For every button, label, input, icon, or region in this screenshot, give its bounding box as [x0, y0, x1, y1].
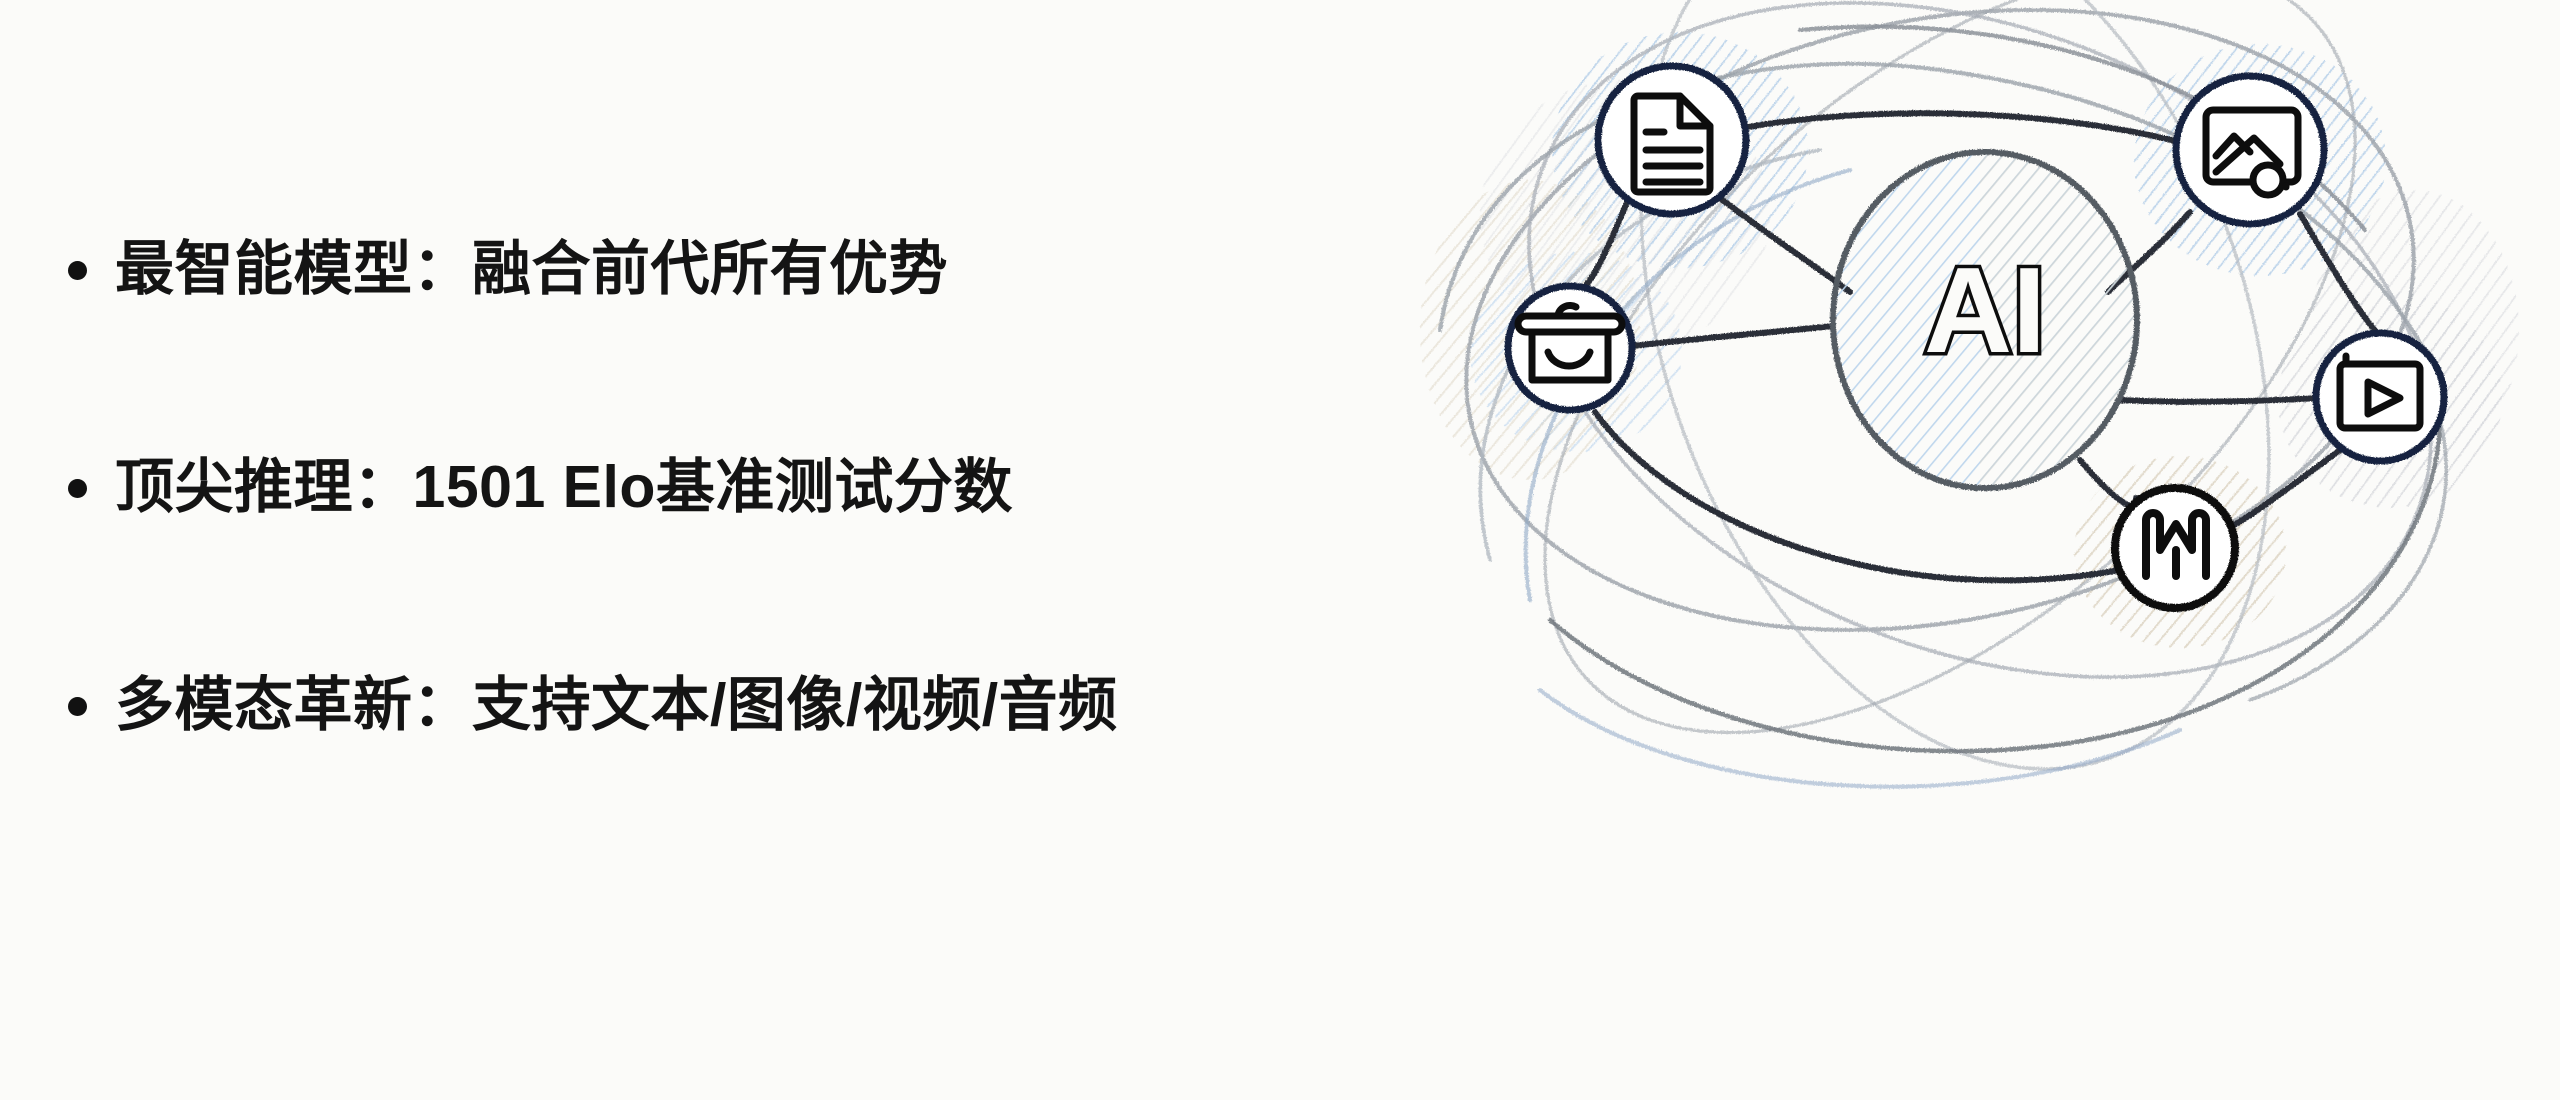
audio-node[interactable] [1504, 282, 1636, 414]
link-document-image [1739, 110, 2183, 145]
document-icon [1630, 92, 1714, 196]
link-audio-waveform [1592, 409, 2123, 584]
bullet-text-multimodal: 多模态革新：支持文本/图像/视频/音频 [115, 672, 1118, 739]
link-image-video [2297, 211, 2383, 339]
waveform-node[interactable] [2111, 484, 2239, 612]
bullet-text-smartest-model: 最智能模型：融合前代所有优势 [115, 236, 949, 303]
ai-network-illustration: AI [1380, 0, 2560, 1100]
video-play-icon [2336, 352, 2424, 432]
list-item: 多模态革新：支持文本/图像/视频/音频 [60, 636, 1360, 776]
list-item: 最智能模型：融合前代所有优势 [60, 200, 1360, 340]
waveform-n-icon [2142, 509, 2210, 580]
center-circle-outline [1830, 149, 2140, 491]
link-video-waveform [2225, 447, 2343, 531]
center-ai-label: AI [1924, 242, 2046, 378]
bullet-dot-icon [68, 696, 87, 716]
link-center-video [2117, 395, 2323, 405]
bullet-text-top-reasoning: 顶尖推理：1501 Elo基准测试分数 [115, 454, 1013, 521]
pot-smile-icon [1514, 302, 1626, 384]
video-node[interactable] [2312, 329, 2448, 465]
image-node[interactable] [2172, 72, 2328, 228]
document-node[interactable] [1594, 62, 1750, 218]
node-circle [2312, 329, 2448, 465]
bullet-dot-icon [68, 478, 87, 498]
node-links [1577, 110, 2383, 584]
image-icon [2202, 106, 2302, 199]
center-ai-node: AI [1830, 149, 2140, 491]
bullet-dot-icon [68, 260, 87, 280]
ai-network-svg: AI [1420, 0, 2519, 789]
link-audio-center [1629, 323, 1835, 349]
bullet-list: 最智能模型：融合前代所有优势 顶尖推理：1501 Elo基准测试分数 多模态革新… [60, 200, 1360, 776]
list-item: 顶尖推理：1501 Elo基准测试分数 [60, 418, 1360, 558]
